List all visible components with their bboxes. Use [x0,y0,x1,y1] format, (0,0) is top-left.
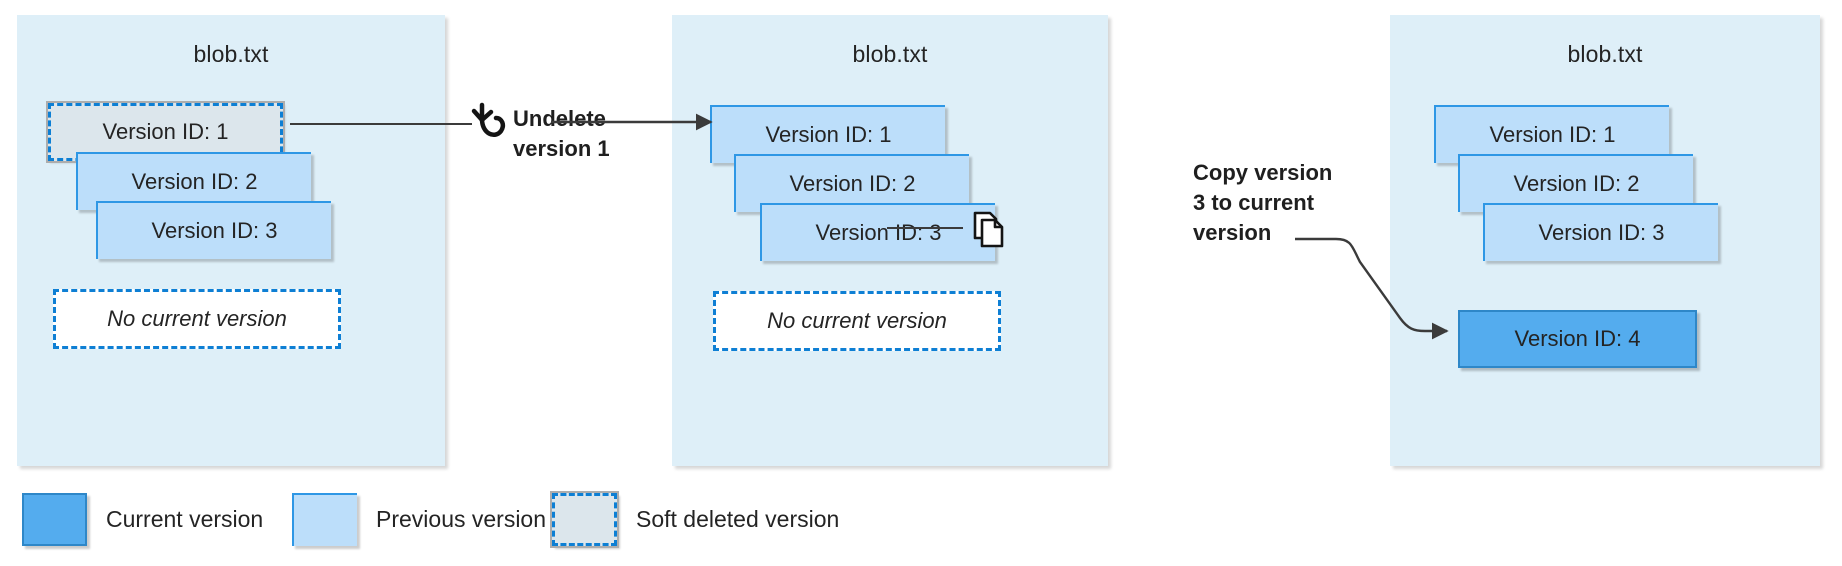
undelete-label-line1: Undelete [513,106,606,131]
copy-label-line1: Copy version [1193,160,1333,185]
version-box-previous: Version ID: 1 [710,105,945,163]
panel-after-copy: blob.txt Version ID: 1 Version ID: 2 Ver… [1390,15,1820,466]
version-box-previous: Version ID: 3 [1483,203,1718,261]
version-label: Version ID: 1 [102,119,229,144]
version-box-previous: Version ID: 3 [760,203,995,261]
undelete-label-line2: version 1 [513,136,610,161]
legend-label-previous: Previous version [376,506,547,532]
version-label: Version ID: 1 [765,122,892,147]
legend-swatch-previous-icon [292,493,357,546]
version-box-previous: Version ID: 2 [1458,154,1693,212]
version-box-current: Version ID: 4 [1458,310,1697,368]
legend-item-current: Current version [22,493,263,546]
legend-label-deleted: Soft deleted version [636,506,840,532]
no-current-version-label: No current version [107,306,287,331]
version-label: Version ID: 1 [1489,122,1616,147]
no-current-version-placeholder: No current version [713,291,1001,351]
legend-label-current: Current version [106,506,264,532]
version-label: Version ID: 4 [1514,326,1641,351]
version-label: Version ID: 2 [789,171,916,196]
no-current-version-placeholder: No current version [53,289,341,349]
version-box-previous: Version ID: 2 [76,152,311,210]
undelete-connector-label: Undelete version 1 [513,104,643,164]
version-label: Version ID: 3 [151,218,278,243]
no-current-version-label: No current version [767,308,947,333]
panel-after-undelete: blob.txt Version ID: 1 Version ID: 2 Ver… [672,15,1108,466]
legend-item-previous: Previous version [292,493,546,546]
version-label: Version ID: 2 [131,169,258,194]
panel-after-copy-blob-title: blob.txt [1567,41,1643,67]
legend-swatch-current-icon [22,493,87,546]
version-box-previous: Version ID: 2 [734,154,969,212]
undo-icon [471,102,506,137]
panel-initial: blob.txt Version ID: 1 Version ID: 2 Ver… [17,15,445,466]
panel-after-undelete-blob-title: blob.txt [852,41,928,67]
legend-swatch-deleted-icon [550,491,619,548]
version-box-previous: Version ID: 1 [1434,105,1669,163]
copy-connector-label: Copy version 3 to current version [1193,158,1353,248]
version-box-soft-deleted: Version ID: 1 [46,101,285,163]
version-label: Version ID: 2 [1513,171,1640,196]
copy-label-line3: version [1193,220,1272,245]
version-label: Version ID: 3 [815,220,942,245]
copy-label-line2: 3 to current [1193,190,1315,215]
legend-item-deleted: Soft deleted version [550,491,840,548]
version-label: Version ID: 3 [1538,220,1665,245]
panel-initial-blob-title: blob.txt [193,41,269,67]
version-box-previous: Version ID: 3 [96,201,331,259]
